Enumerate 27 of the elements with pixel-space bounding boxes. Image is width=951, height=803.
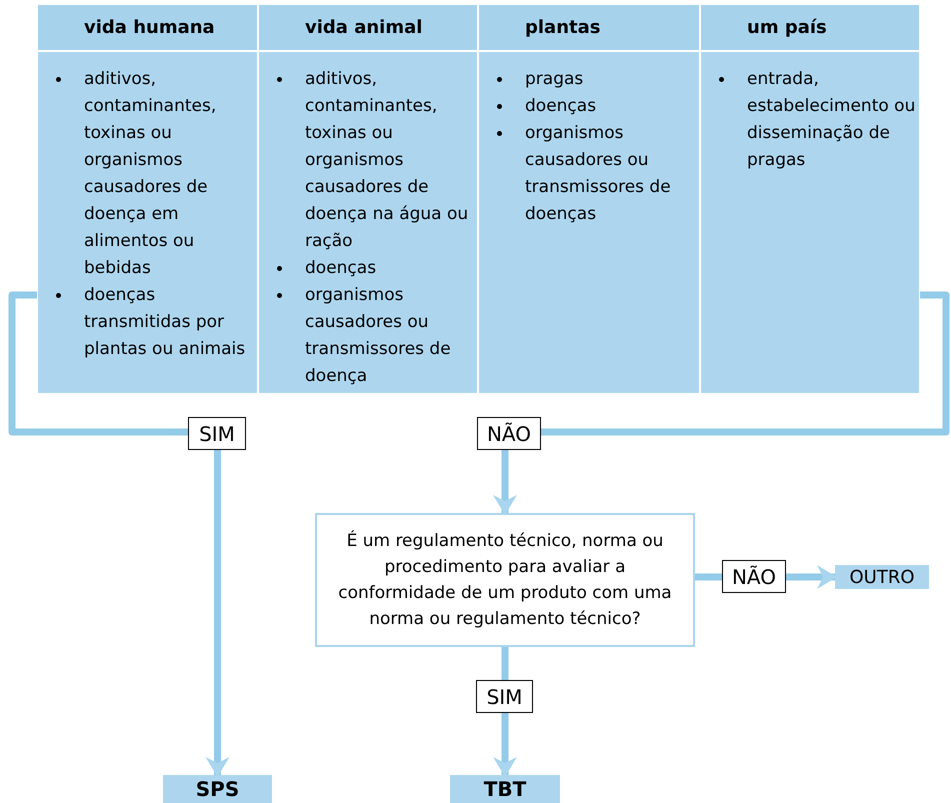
bullet-text: doenças transmitidas por plantas ou animais [84,284,246,361]
bullet-text: doenças [525,95,596,118]
result-box: OUTRO [835,565,929,589]
edge-label: NÃO [477,417,541,450]
result-box: SPS [163,775,272,803]
category-panel [37,5,920,393]
category-column [258,5,478,393]
column-heading: vida humana [84,16,215,40]
category-column [478,5,700,393]
edge-label: SIM [476,680,533,713]
edge-label: SIM [188,417,246,450]
result-box: TBT [450,775,560,803]
column-heading: um país [747,16,827,40]
flow-arrow [8,292,230,777]
column-heading: plantas [525,16,600,40]
bullet-text: doenças [305,257,376,280]
question-text: É um regulamento técnico, norma ou procedimento para avaliar a conformidade de um produto com uma norma ou regulamento técnico? [337,529,673,631]
question-box [315,513,695,647]
bullet-text: entrada, estabelecimento ou disseminação de pragas [747,68,916,172]
bullet-text: organismos causadores ou transmissores de doenças [525,122,672,226]
flow-arrow [493,292,950,515]
column-heading: vida animal [305,16,422,40]
edge-label: NÃO [722,560,786,593]
category-column [37,5,258,393]
category-column [700,5,920,393]
bullet-text: pragas [525,68,584,91]
bullet-text: organismos causadores ou transmissores de doença [305,284,452,388]
